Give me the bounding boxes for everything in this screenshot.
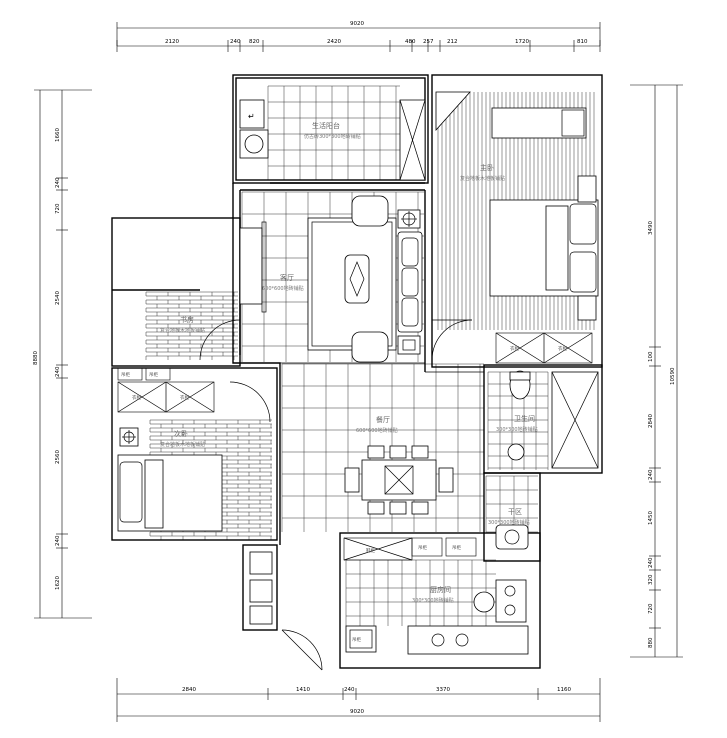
right-dim-6: 240 bbox=[648, 557, 654, 568]
left-dim-8: 1620 bbox=[55, 576, 61, 590]
right-dim-8: 720 bbox=[648, 603, 654, 614]
second-wardrobe-1: 衣柜 bbox=[132, 394, 141, 401]
left-dim-1: 1660 bbox=[55, 128, 61, 142]
top-total-dim: 9020 bbox=[350, 21, 364, 27]
bottom-total-dim: 9020 bbox=[350, 709, 364, 715]
master-wardrobe-2: 衣柜 bbox=[558, 345, 567, 352]
left-dim-4: 2540 bbox=[55, 291, 61, 305]
second-wardrobe-2: 衣柜 bbox=[180, 394, 189, 401]
master-label: 主卧 bbox=[480, 163, 494, 172]
left-dim-3: 720 bbox=[55, 203, 61, 214]
master-wardrobe-1: 衣柜 bbox=[510, 345, 519, 352]
right-dim-4: 240 bbox=[648, 469, 654, 480]
dining-finish: 600*600地砖铺贴 bbox=[356, 427, 398, 434]
bottom-dim-1: 2840 bbox=[182, 687, 196, 693]
study-furniture bbox=[199, 319, 241, 361]
right-dim-7: 320 bbox=[648, 574, 654, 585]
right-dim-9: 880 bbox=[648, 637, 654, 648]
master-bedroom-furniture: 衣柜 衣柜 bbox=[431, 91, 599, 364]
top-dim-7: 212 bbox=[447, 39, 458, 45]
bottom-dimension-chain: 2840 1410 240 3370 1160 9020 bbox=[116, 678, 601, 722]
second-finish: 复合地板木地板铺贴 bbox=[160, 441, 205, 448]
kitchen-fixtures: 鞋柜 吊柜 吊柜 吊柜 bbox=[249, 537, 529, 671]
dining-label: 餐厅 bbox=[376, 415, 390, 424]
second-bedroom-furniture: 吊柜 吊柜 衣柜 衣柜 bbox=[117, 367, 271, 532]
left-dim-2: 240 bbox=[55, 177, 61, 188]
top-dim-4: 2420 bbox=[327, 39, 341, 45]
top-dim-5: 480 bbox=[405, 39, 416, 45]
second-top-cab-2: 吊柜 bbox=[149, 371, 158, 378]
balcony-finish: 仿古砖300*300地砖铺贴 bbox=[304, 133, 361, 140]
left-dim-7: 240 bbox=[55, 535, 61, 546]
dining-furniture bbox=[344, 445, 454, 515]
balcony-label: 生活阳台 bbox=[312, 121, 340, 130]
balcony-fixtures: ↵ bbox=[239, 99, 426, 181]
left-dimension-chain: 8880 1660 240 720 2540 240 2560 240 1620 bbox=[33, 89, 92, 619]
right-dim-2: 100 bbox=[648, 351, 654, 362]
master-finish: 复合地板木地板铺贴 bbox=[460, 175, 505, 182]
bottom-dim-4: 3370 bbox=[436, 687, 450, 693]
bottom-dim-5: 1160 bbox=[557, 687, 571, 693]
dry-cab-2: 吊柜 bbox=[452, 544, 461, 551]
dry-cab-1: 吊柜 bbox=[418, 544, 427, 551]
second-label: 次卧 bbox=[174, 429, 188, 438]
bottom-dim-3: 240 bbox=[344, 687, 355, 693]
kitchen-cab-label: 吊柜 bbox=[352, 636, 361, 643]
dry-label: 干区 bbox=[508, 508, 522, 516]
bottom-dim-2: 1410 bbox=[296, 687, 310, 693]
study-finish: 复合地板木地板铺贴 bbox=[160, 327, 205, 334]
study-label: 书房 bbox=[180, 315, 194, 324]
left-total-dim: 8880 bbox=[33, 351, 39, 365]
walls bbox=[111, 74, 603, 669]
room-labels: 生活阳台 仿古砖300*300地砖铺贴 客厅 600*600地砖铺贴 书房 复合… bbox=[160, 121, 538, 604]
right-dim-1: 3490 bbox=[648, 221, 654, 235]
right-dim-5: 1450 bbox=[648, 511, 654, 525]
living-label: 客厅 bbox=[280, 273, 294, 282]
left-dim-6: 2560 bbox=[55, 450, 61, 464]
kitchen-label: 厨房间 bbox=[430, 585, 451, 594]
tap-icon: ↵ bbox=[248, 112, 255, 121]
top-dim-9: 810 bbox=[577, 39, 588, 45]
top-dim-3: 820 bbox=[249, 39, 260, 45]
top-dimension-chain: 9020 2120 240 820 2420 480 257 212 1720 … bbox=[116, 21, 601, 52]
left-dim-5: 240 bbox=[55, 366, 61, 377]
living-finish: 600*600地砖铺贴 bbox=[262, 285, 304, 292]
bath-finish: 300*300地砖铺贴 bbox=[496, 426, 538, 433]
top-dim-6: 257 bbox=[423, 39, 434, 45]
second-top-cab-1: 吊柜 bbox=[121, 371, 130, 378]
top-dim-1: 2120 bbox=[165, 39, 179, 45]
kitchen-finish: 300*300地砖铺贴 bbox=[412, 597, 454, 604]
bath-label: 卫生间 bbox=[514, 414, 535, 423]
right-dimension-chain: 10590 3490 100 2840 240 1450 240 320 720… bbox=[630, 84, 683, 658]
dry-finish: 300*300地砖铺贴 bbox=[488, 519, 530, 526]
top-dim-2: 240 bbox=[230, 39, 241, 45]
right-dim-3: 2840 bbox=[648, 414, 654, 428]
bathroom-fixtures bbox=[495, 370, 599, 550]
top-dim-8: 1720 bbox=[515, 39, 529, 45]
living-room-furniture bbox=[239, 195, 423, 363]
shoe-cabinet-label: 鞋柜 bbox=[366, 547, 375, 554]
right-total-dim: 10590 bbox=[670, 367, 676, 385]
